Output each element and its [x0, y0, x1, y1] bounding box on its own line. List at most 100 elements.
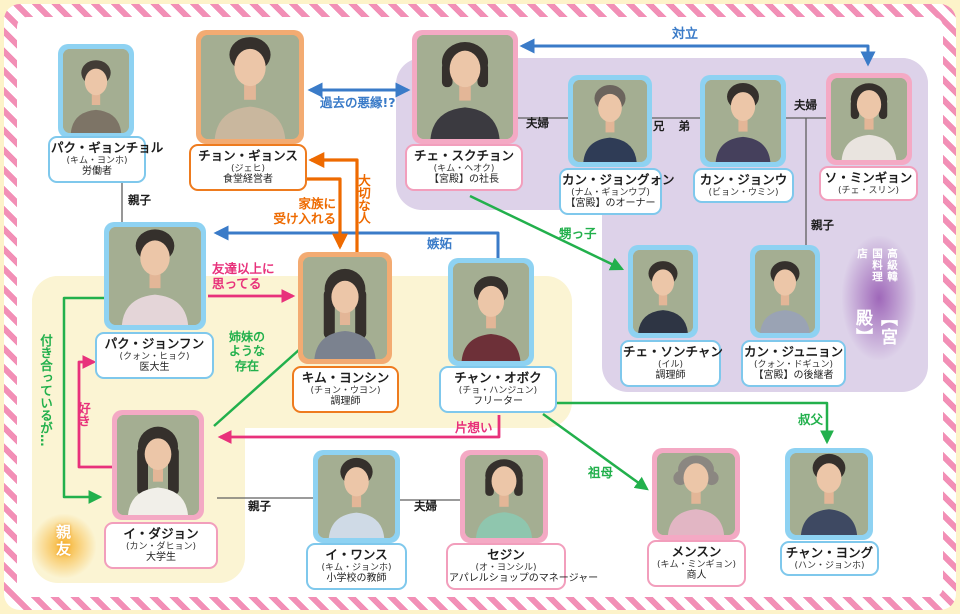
person-name: カン・ジョングォン	[562, 172, 675, 187]
person-label: セジン (オ・ヨンシル) アパレルショップのマネージャー	[446, 543, 599, 591]
relation-label-nephew: 甥っ子	[559, 226, 597, 241]
person-role: 商人	[686, 570, 707, 582]
portrait-background	[117, 415, 199, 515]
person-name: チャン・オボク	[454, 370, 542, 385]
portrait-background	[303, 257, 387, 359]
person-real-name: (キム・ヨンホ)	[66, 155, 128, 166]
shop-name-text: 高級韓国料理店	[856, 248, 898, 283]
person-label: チャン・オボク (チョ・ハンジュン) フリーター	[439, 366, 557, 414]
person-real-name: (チョン・ウヨン)	[310, 385, 381, 396]
portrait-photo	[628, 245, 698, 338]
relation-label-parent_a: 親子	[128, 193, 151, 207]
person-name: カン・ジョンウ	[699, 172, 788, 187]
relation-label-couple_a: 夫婦	[526, 116, 549, 130]
person-label: チェ・スクチョン (キム・ヘオク) 【宮殿】の社長	[405, 144, 523, 192]
avatar-silhouette	[790, 453, 868, 535]
person-real-name: (ナム・ギョンウプ)	[571, 187, 650, 198]
person-name: チャン・ヨング	[785, 545, 874, 560]
person-role: フリーター	[473, 396, 523, 408]
avatar-silhouette	[755, 250, 815, 333]
portrait-photo	[196, 30, 304, 144]
shop-emphasis-text: 【宮殿】	[852, 309, 897, 348]
person-name: パク・ギョンチョル	[51, 140, 164, 155]
person-real-name: (チェ・スリン)	[837, 185, 900, 196]
portrait-background	[63, 49, 129, 133]
palace-shop-badge: 高級韓国料理店 【宮殿】	[850, 248, 900, 352]
relation-label-like: 好き	[76, 402, 91, 427]
person-role: アパレルショップのマネージャー	[449, 573, 599, 585]
person-real-name: (カン・ダヒョン)	[125, 541, 197, 552]
person-real-name: (オ・ヨンシル)	[475, 562, 537, 573]
relation-label-accept_family: 家族に 受け入れる	[273, 196, 336, 226]
person-label: キム・ヨンシン (チョン・ウヨン) 調理師	[292, 366, 399, 414]
person-label: ソ・ミンギョン (チェ・スリン)	[819, 166, 918, 202]
relation-label-parent_b: 親子	[811, 218, 834, 232]
person-name: キム・ヨンシン	[301, 370, 390, 385]
portrait-photo	[568, 75, 652, 167]
avatar-silhouette	[465, 455, 543, 538]
avatar-silhouette	[318, 455, 395, 538]
best-friends-glow	[32, 514, 96, 578]
person-label: イ・ワンス (キム・ジョンホ) 小学校の教師	[306, 543, 407, 591]
avatar-silhouette	[201, 35, 299, 139]
portrait-background	[573, 80, 647, 162]
portrait-background	[109, 227, 201, 325]
person-name: チェ・スクチョン	[413, 148, 514, 163]
person-real-name: (キム・ヘオク)	[433, 163, 495, 174]
person-real-name: (イル)	[657, 359, 684, 370]
avatar-silhouette	[573, 80, 647, 162]
portrait-background	[755, 250, 815, 333]
person-label: イ・ダジョン (カン・ダヒョン) 大学生	[104, 522, 218, 570]
relation-label-opposition: 対立	[672, 27, 699, 42]
person-role: 【宮殿】の社長	[429, 174, 499, 186]
person-name: セジン	[487, 547, 525, 562]
avatar-silhouette	[657, 453, 735, 535]
person-role: 【宮殿】のオーナー	[565, 198, 656, 210]
avatar-silhouette	[417, 35, 513, 139]
avatar-silhouette	[633, 250, 693, 333]
person-role: 調理師	[330, 396, 361, 408]
portrait-photo	[826, 73, 912, 165]
person-name: チェ・ソンチャン	[623, 344, 723, 359]
person-label: カン・ジョングォン (ナム・ギョンウプ) 【宮殿】のオーナー	[559, 168, 675, 216]
portrait-background	[633, 250, 693, 333]
portrait-photo	[652, 448, 740, 540]
portrait-photo	[700, 75, 786, 167]
portrait-background	[831, 78, 907, 160]
person-name: カン・ジュニョン	[744, 344, 844, 359]
person-label: チェ・ソンチャン (イル) 調理師	[620, 340, 723, 388]
portrait-photo	[313, 450, 400, 543]
relation-label-grandmother: 祖母	[588, 465, 614, 480]
person-name: メンスン	[671, 544, 722, 559]
person-role: 小学校の教師	[326, 573, 387, 585]
portrait-photo	[785, 448, 873, 540]
relation-label-couple_c: 夫婦	[414, 499, 437, 513]
portrait-background	[465, 455, 543, 538]
relation-label-uncle: 叔父	[798, 412, 824, 427]
portrait-background	[453, 263, 529, 361]
portrait-photo	[112, 410, 204, 520]
portrait-background	[657, 453, 735, 535]
relation-label-jealousy: 嫉妬	[427, 236, 453, 251]
relation-label-dating_but: 付き合っているが…	[38, 334, 53, 447]
portrait-photo	[750, 245, 820, 338]
person-real-name: (クォン・ヒョク)	[119, 351, 190, 362]
relation-label-one_sided_love: 片想い	[455, 420, 493, 435]
portrait-photo	[58, 44, 134, 138]
person-name: チョン・ギョンス	[198, 148, 298, 163]
person-name: イ・ダジョン	[123, 526, 199, 541]
portrait-photo	[104, 222, 206, 330]
portrait-photo	[460, 450, 548, 543]
person-name: パク・ジョンフン	[104, 336, 205, 351]
person-role: 医大生	[139, 362, 170, 374]
person-role: 食堂経営者	[223, 174, 273, 186]
person-real-name: (チョ・ハンジュン)	[458, 385, 538, 396]
person-real-name: (キム・ジョンホ)	[321, 562, 392, 573]
person-label: チャン・ヨング (ハン・ジョンホ)	[780, 541, 879, 577]
avatar-silhouette	[303, 257, 387, 359]
portrait-background	[705, 80, 781, 162]
portrait-photo	[412, 30, 518, 144]
best-friends-badge: 親友	[54, 524, 72, 558]
avatar-silhouette	[831, 78, 907, 160]
portrait-background	[201, 35, 299, 139]
